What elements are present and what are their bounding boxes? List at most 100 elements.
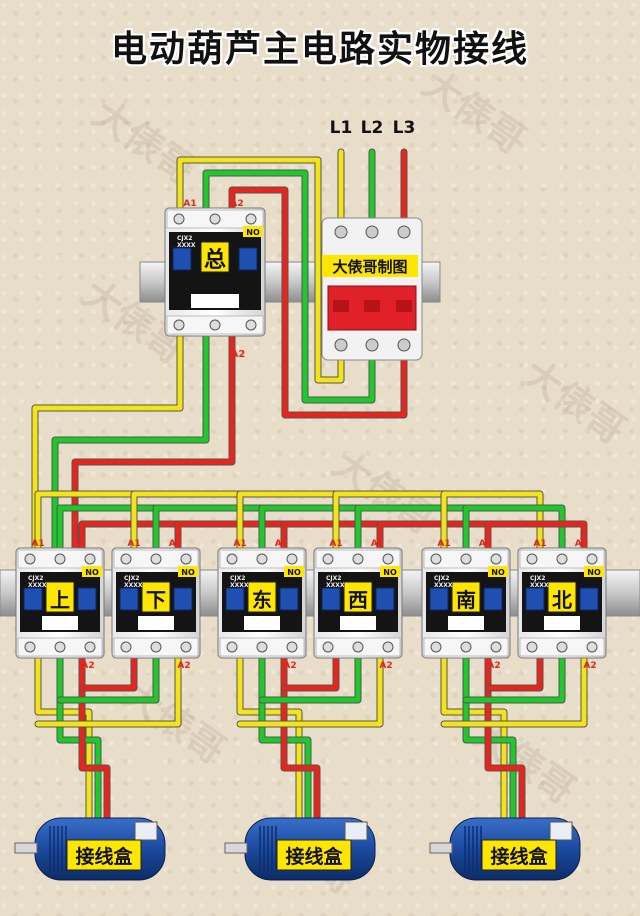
contactor-2-label-box xyxy=(247,581,277,613)
contactor-5-screw-top xyxy=(556,553,568,565)
motor-0-label: 接线盒 xyxy=(75,845,133,868)
main-contactor-blue-right xyxy=(238,247,258,271)
contactor-5-a2-bottom-tag: A2 xyxy=(583,661,596,671)
contactor-4-a2-bottom-tag: A2 xyxy=(487,661,500,671)
motor-1-label-box xyxy=(276,839,352,871)
circuit-breaker: 大俵哥制图 xyxy=(321,217,423,361)
contactor-2-screw-top xyxy=(226,553,238,565)
motor2-l3-a xyxy=(485,647,525,828)
contactor-3-screw-bottom xyxy=(382,641,394,653)
contactor-1-label: 下 xyxy=(146,588,166,612)
contactor-1-no-tag-bg xyxy=(178,566,198,577)
motor-0-shaft xyxy=(14,842,38,854)
motor1-l1-b xyxy=(237,647,383,727)
contactor-5-code: XXXX xyxy=(530,582,549,589)
contactor-5-model: CJX2 xyxy=(530,575,545,582)
watermark-text: 大俵哥 xyxy=(515,351,634,452)
contactor-5-label: 北 xyxy=(552,588,572,612)
contactor-0-screw-top xyxy=(54,553,66,565)
contactor-0-blue-right xyxy=(77,587,97,611)
main-contactor-no-tag-bg xyxy=(243,226,263,237)
breaker-screw-bottom xyxy=(365,338,379,352)
main-contactor-screw-bottom xyxy=(209,319,221,331)
motor1-l3-a xyxy=(281,647,320,828)
contactor-0-no-tag-bg xyxy=(82,566,102,577)
contactor-4-label: 南 xyxy=(456,588,476,612)
contactor-5-no-tag-bg xyxy=(584,566,604,577)
contactor-2-a2-bottom-tag: A2 xyxy=(283,661,296,671)
contactor-2-a1-tag: A1 xyxy=(233,539,246,549)
contactor-4-screw-bottom xyxy=(430,641,442,653)
main-contactor-screw-top xyxy=(245,213,257,225)
main-contactor-no-tag: NO xyxy=(246,228,260,237)
contactor-5-a2-tag: A2 xyxy=(575,539,588,549)
contactor-2-slider xyxy=(244,616,280,630)
contactor-0-code: XXXX xyxy=(28,582,47,589)
bus-l3-1 xyxy=(175,521,287,553)
contactor-0-screw-bottom xyxy=(84,641,96,653)
main-a2-bottom-tag: A2 xyxy=(231,349,246,360)
contactor-2-model: CJX2 xyxy=(230,575,245,582)
contactor-0-label-box xyxy=(45,581,75,613)
contactor-4-a2-tag: A2 xyxy=(479,539,492,549)
main-contactor-screw-top xyxy=(173,213,185,225)
wire-layer xyxy=(31,148,588,829)
contactor-1-screw-bottom xyxy=(180,641,192,653)
contactor-4-screw-bottom xyxy=(490,641,502,653)
contactor-5-slider xyxy=(544,616,580,630)
motor-2-shaft xyxy=(429,842,453,854)
contactor-5-screw-bottom xyxy=(526,641,538,653)
contactor-1-screw-top xyxy=(150,553,162,565)
motor-2-label: 接线盒 xyxy=(490,845,548,868)
phase-label-l2: L2 xyxy=(361,118,384,138)
contactor-3-code: XXXX xyxy=(326,582,345,589)
motor-1-nameplate xyxy=(344,821,368,841)
contactor-1-label-box xyxy=(141,581,171,613)
contactor-2-no-tag-bg xyxy=(284,566,304,577)
bus-l3-3 xyxy=(377,521,491,553)
contactor-1-a2-bottom-tag: A2 xyxy=(177,661,190,671)
breaker-handle xyxy=(364,300,380,312)
page-title: 电动葫芦主电路实物接线 xyxy=(110,29,529,70)
contactor-0-a1-tag: A1 xyxy=(31,539,44,549)
contactor-0-no-tag: NO xyxy=(85,568,99,577)
motor1-l3-b xyxy=(281,647,339,691)
breaker-screw-top xyxy=(397,225,411,239)
breaker-screw-bottom xyxy=(334,338,348,352)
bus-l2-4 xyxy=(463,505,565,553)
motor-1: 接线盒 xyxy=(224,817,376,881)
contactor-2-screw-top xyxy=(286,553,298,565)
contactor-3-a1-tag: A1 xyxy=(329,539,342,549)
motor-0-label-box xyxy=(66,839,142,871)
contactor-4-no-tag: NO xyxy=(491,568,505,577)
motor0-l2-b xyxy=(57,647,159,703)
contactor-2-screw-bottom xyxy=(286,641,298,653)
watermark-text: 大俵哥 xyxy=(415,61,534,162)
main-contactor-a2-tag: A2 xyxy=(230,199,243,209)
bus-l3-4 xyxy=(485,521,587,553)
motor2-l1-b xyxy=(441,647,587,727)
contactor-3-screw-bottom xyxy=(322,641,334,653)
contactor-1-a2-tag: A2 xyxy=(169,539,182,549)
main-contactor-label: 总 xyxy=(204,247,226,273)
contactor-5-label-box xyxy=(547,581,577,613)
motor-1-label: 接线盒 xyxy=(285,845,343,868)
contactor-0-screw-top xyxy=(24,553,36,565)
contactor-0-screw-bottom xyxy=(54,641,66,653)
contactor-1-screw-top xyxy=(180,553,192,565)
motor-0-nameplate xyxy=(134,821,158,841)
contactor-2-screw-bottom xyxy=(256,641,268,653)
contactor-0-model: CJX2 xyxy=(28,575,43,582)
contactor-3-no-tag: NO xyxy=(383,568,397,577)
motor-2-nameplate xyxy=(549,821,573,841)
contactor-4-a1-tag: A1 xyxy=(437,539,450,549)
motor0-l1-b xyxy=(35,647,181,727)
contactor-1-screw-bottom xyxy=(150,641,162,653)
